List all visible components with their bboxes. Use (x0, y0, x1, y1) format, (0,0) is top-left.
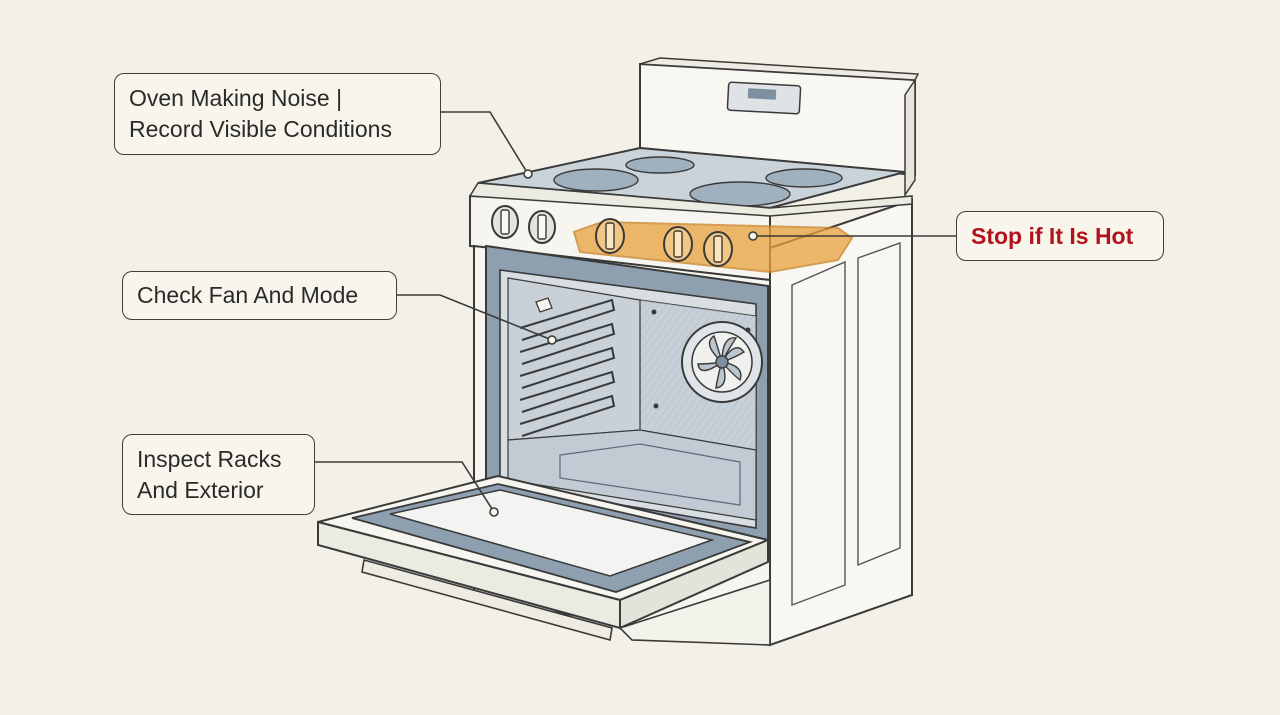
leader-dot (748, 231, 758, 241)
screw (745, 327, 751, 333)
burner (625, 156, 695, 174)
backguard-top (639, 57, 920, 81)
convection-fan-icon (681, 321, 763, 403)
screw (651, 309, 657, 315)
leader-lines (314, 111, 956, 513)
rack-supports (519, 298, 616, 437)
leader-dot (523, 169, 533, 179)
control-panel-top (468, 182, 913, 217)
callout-check-fan-text: Check Fan And Mode (137, 282, 359, 308)
control-knob-icon (595, 218, 625, 254)
side-panel-window (857, 242, 901, 567)
door-handle (361, 558, 613, 642)
door-glass (389, 489, 715, 577)
callout-oven-noise-line1: Oven Making Noise | (129, 85, 343, 111)
callout-oven-noise: Oven Making Noise | Record Visible Condi… (114, 73, 441, 155)
callout-check-fan: Check Fan And Mode (122, 271, 397, 320)
drawer (618, 578, 771, 646)
control-knob-icon (663, 226, 693, 262)
callout-stop-if-hot: Stop if It Is Hot (956, 211, 1164, 261)
oven-light (535, 297, 553, 313)
oven-floor-inset (559, 443, 741, 506)
backguard-right (904, 77, 916, 198)
control-knob-icon (528, 210, 556, 244)
burner (553, 168, 639, 192)
leader-dot (489, 507, 499, 517)
side-panel-recess (791, 260, 846, 607)
control-knob-icon (703, 231, 733, 267)
control-knob-icon (491, 205, 519, 239)
callout-inspect-racks-line2: And Exterior (137, 477, 264, 503)
burner (765, 168, 843, 188)
callout-inspect-racks: Inspect Racks And Exterior (122, 434, 315, 515)
callout-inspect-racks-line1: Inspect Racks (137, 446, 282, 472)
leader-dot (547, 335, 557, 345)
oven-door-edge-right (619, 538, 769, 630)
callout-oven-noise-line2: Record Visible Conditions (129, 116, 392, 142)
callout-stop-if-hot-text: Stop if It Is Hot (971, 223, 1134, 249)
screw (653, 403, 659, 409)
clock-screen (747, 88, 777, 100)
